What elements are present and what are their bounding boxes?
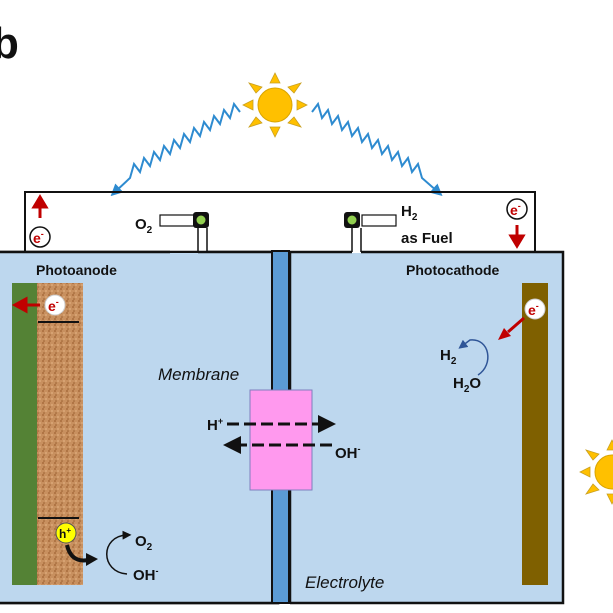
electron-icon: e- — [29, 226, 51, 248]
svg-text:e-: e- — [528, 301, 539, 318]
electron-arrow-left — [11, 296, 40, 314]
sun-icon — [579, 439, 613, 505]
panel-label: b — [0, 19, 19, 68]
hole-icon: h+ — [55, 522, 77, 544]
electrolyte-label: Electrolyte — [305, 573, 384, 592]
oxidation-arrow — [106, 530, 132, 575]
hole-transfer-arrow — [65, 544, 89, 563]
anode-oh-label: OH- — [133, 566, 159, 584]
reaction-arrow — [458, 339, 489, 376]
sun-icon — [242, 72, 308, 138]
electron-icon: e- — [44, 294, 66, 316]
membrane-label: Membrane — [158, 365, 239, 384]
anode-o2-label: O2 — [135, 533, 153, 553]
photocathode-label: Photocathode — [406, 262, 500, 278]
photoanode-label: Photoanode — [36, 262, 117, 278]
cathode-h2-label: H2 — [440, 347, 457, 367]
oh-minus-label: OH- — [335, 444, 361, 462]
electron-icon: e- — [524, 298, 546, 320]
electron-arrow-up — [31, 194, 49, 218]
svg-text:e-: e- — [510, 201, 521, 218]
light-wave-left — [110, 101, 241, 197]
cathode-h2o-label: H2O — [453, 375, 481, 395]
electron-icon: e- — [506, 198, 528, 220]
h-plus-label: H+ — [207, 416, 223, 434]
svg-text:H2: H2 — [401, 203, 418, 223]
electron-arrow-diagonal — [498, 316, 525, 340]
o2-outlet: O2 — [135, 212, 209, 252]
svg-text:e-: e- — [33, 229, 44, 246]
ion-exchange-membrane — [249, 389, 313, 491]
external-circuit-wire — [24, 191, 536, 300]
svg-text:as Fuel: as Fuel — [401, 230, 453, 247]
electron-arrow-down — [508, 225, 526, 249]
photoanode-substrate — [12, 283, 37, 585]
h2-outlet: H2 as Fuel — [344, 203, 453, 252]
light-wave-right — [311, 101, 443, 196]
cathode-compartment — [290, 253, 562, 602]
svg-text:h+: h+ — [59, 526, 71, 541]
photocathode — [522, 283, 548, 585]
svg-text:e-: e- — [48, 297, 59, 314]
svg-text:O2: O2 — [135, 216, 153, 236]
